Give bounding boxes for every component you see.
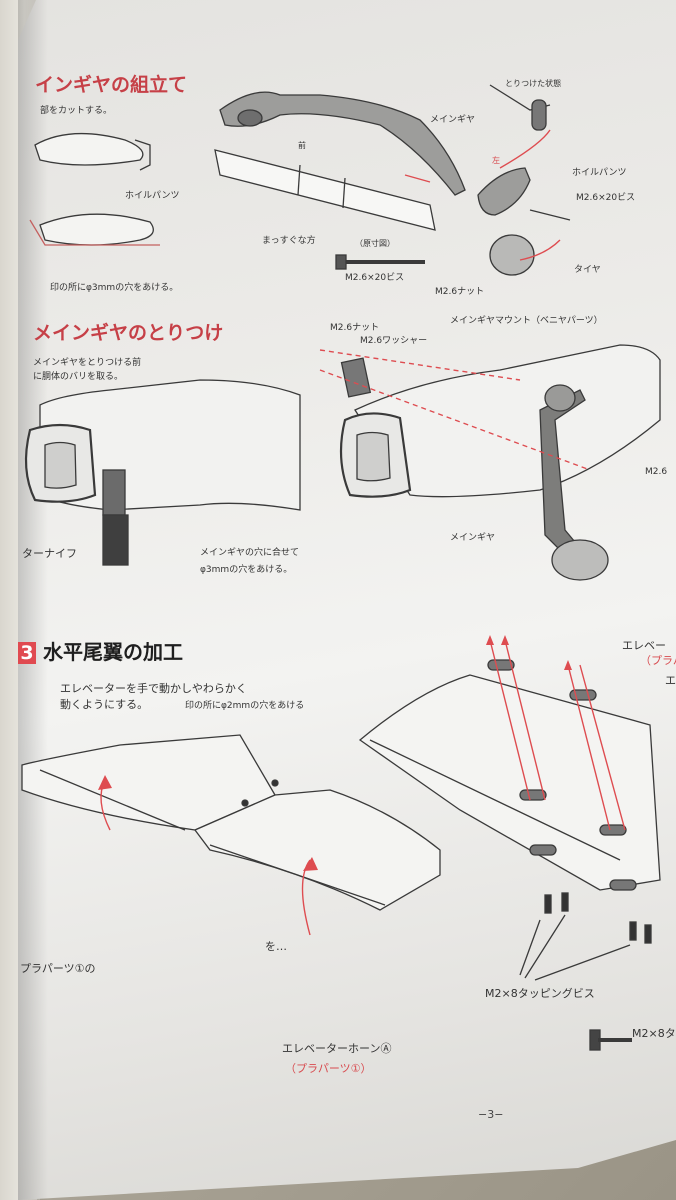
main-gear-label-2: メインギヤ: [450, 533, 496, 543]
washer-label: M2.6ワッシャー: [360, 336, 428, 346]
nut-label-2: M2.6ナット: [330, 323, 380, 333]
tapping-screw-label-right: M2×8タ: [632, 1027, 676, 1040]
elevator-horn-parts-label: （プラパーツ①）: [285, 1062, 372, 1075]
main-gear-label-1: メインギヤ: [430, 115, 476, 125]
elevator-right-label: エ: [665, 674, 676, 687]
plastic-parts-note: プラパーツ①の: [20, 962, 96, 975]
tail-hole-note: 印の所にφ2mmの穴をあける: [185, 701, 305, 711]
tail-note-1: エレベーターを手で動かしやわらかく: [60, 682, 247, 695]
bottom-note: を…: [265, 940, 287, 953]
screw-label-2: M2.6: [645, 467, 668, 477]
section-number: 3: [18, 642, 36, 664]
cutter-label: ターナイフ: [22, 547, 77, 560]
left-label: 左: [492, 156, 500, 165]
mounting-note-2: に胴体のバリを取る。: [33, 372, 124, 382]
section-title-main-gear-mounting: メインギヤのとりつけ: [33, 322, 224, 344]
section-title-main-gear-assembly: インギヤの組立て: [35, 74, 188, 96]
mounting-note-1: メインギヤをとりつける前: [33, 358, 142, 368]
screw-label-1: M2.6×20ビス: [576, 193, 636, 203]
hole-align-note-1: メインギヤの穴に合せて: [200, 548, 300, 558]
front-label: 前: [298, 141, 306, 150]
elevator-parts-label: （プラパ: [640, 654, 676, 667]
nut-label-1: M2.6ナット: [435, 287, 485, 297]
gear-mount-label: メインギヤマウント（ベニヤパーツ）: [450, 316, 603, 326]
wheel-pants-label-right: ホイルパンツ: [572, 168, 627, 178]
assembled-state-label: とりつけた状態: [505, 79, 562, 88]
tire-label: タイヤ: [574, 265, 601, 275]
elevator-horn-label: エレベーターホーンⒶ: [282, 1042, 392, 1055]
wheel-pants-label-left: ホイルパンツ: [125, 191, 180, 201]
section-title-text: 水平尾翼の加工: [42, 640, 183, 664]
section-title-horizontal-tail: 3 水平尾翼の加工: [18, 636, 183, 665]
straight-side-label: まっすぐな方: [262, 236, 316, 246]
page-gutter-shadow: [18, 0, 48, 1200]
tail-note-2: 動くようにする。: [60, 698, 149, 711]
cut-note: 部をカットする。: [40, 106, 113, 116]
page-number: −3−: [478, 1108, 504, 1121]
hole-note: 印の所にφ3mmの穴をあける。: [50, 283, 179, 293]
hole-align-note-2: φ3mmの穴をあける。: [200, 565, 293, 575]
full-size-label: （原寸図）: [355, 239, 395, 248]
screw-full-size-label: M2.6×20ビス: [345, 273, 405, 283]
tapping-screw-label: M2×8タッピングビス: [485, 987, 595, 1000]
elevator-label: エレベー: [622, 639, 666, 652]
